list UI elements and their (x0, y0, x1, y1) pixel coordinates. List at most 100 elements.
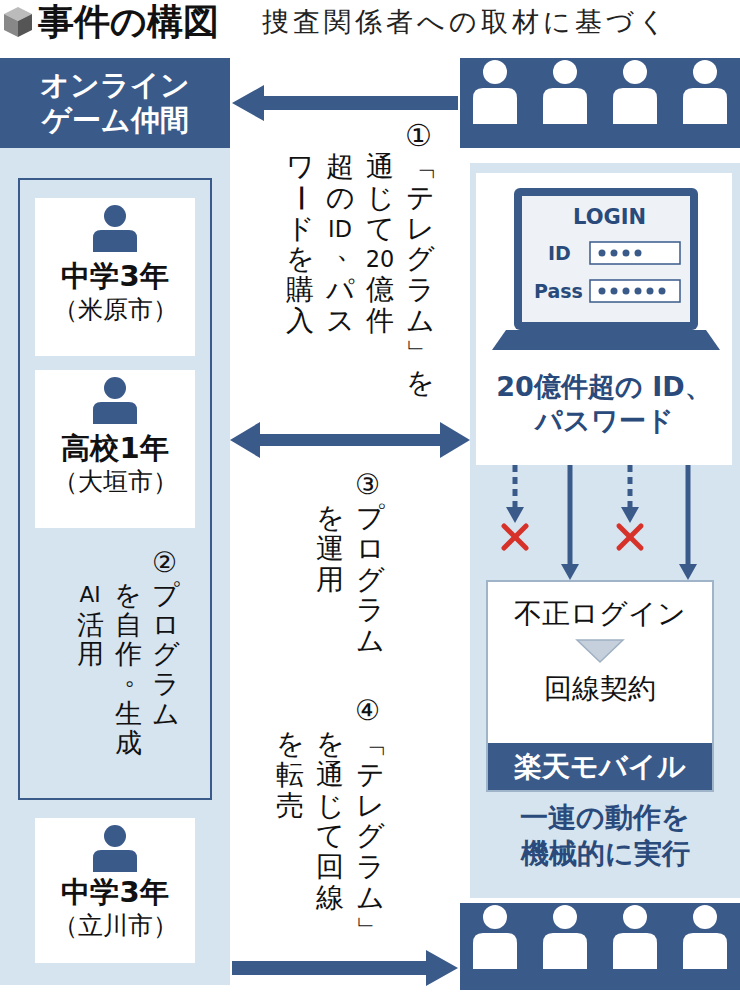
screen-text: ID (548, 242, 571, 265)
vertical-char: パ (326, 275, 355, 306)
vertical-char: 回 (316, 852, 344, 883)
person-grade: 中学3年 (39, 258, 191, 294)
person-icon (91, 376, 139, 424)
step-note: 「テレグラム」を通じて20億件超のID、パスワードを購入 (280, 152, 440, 398)
blocked-attempts (504, 465, 641, 548)
laptop-illustration (476, 173, 732, 363)
callout-number: ③ (355, 468, 380, 502)
vertical-char: 20 (366, 247, 395, 272)
vertical-char: ロ (356, 534, 385, 565)
vertical-char: て (366, 214, 395, 245)
vertical-char: ド (286, 214, 315, 245)
cube-icon (4, 7, 32, 37)
vertical-char: ム (356, 626, 385, 657)
step-note: プログラムを自作。生成AI活用 (71, 580, 185, 758)
vertical-char: テ (356, 760, 385, 791)
vertical-char: 「 (405, 153, 436, 181)
diagram-title: 事件の構図 (38, 0, 219, 43)
vertical-char: グ (356, 821, 385, 852)
process-step: 回線契約 (488, 671, 712, 706)
vertical-char: ム (406, 306, 435, 337)
vertical-char: ラ (356, 852, 385, 883)
screen-text: Pass (534, 280, 583, 303)
vertical-char: 運 (316, 534, 344, 565)
vertical-char: 超 (326, 152, 354, 183)
person-city: （立川市） (39, 910, 191, 941)
group-heading: オンライン ゲーム仲間 (0, 58, 230, 148)
vertical-char: を (316, 729, 345, 760)
vertical-char: グ (406, 244, 435, 275)
vertical-char: て (316, 821, 345, 852)
person-box: 中学3年（米原市） (35, 198, 195, 356)
vertical-char: を (286, 244, 315, 275)
panel-note: 一連の動作を 機械的に実行 (470, 800, 740, 873)
person-grade: 中学3年 (39, 874, 191, 910)
vertical-char: 生 (115, 699, 142, 729)
people-band (460, 903, 740, 990)
carrier-band: 楽天モバイル (488, 743, 712, 790)
vertical-char: 成 (115, 728, 142, 758)
flow-arrow (232, 950, 458, 986)
vertical-char: を (316, 503, 345, 534)
vertical-char: プ (356, 503, 385, 534)
vertical-char: 。 (124, 660, 151, 690)
vertical-char: 通 (366, 152, 394, 183)
vertical-char: ロ (152, 610, 180, 640)
carrier-box: 不正ログイン回線契約楽天モバイル (486, 580, 714, 792)
vertical-char: じ (366, 183, 395, 214)
blocked-arrow (513, 465, 518, 507)
person-city: （大垣市） (39, 466, 191, 497)
vertical-char: を (406, 368, 435, 399)
vertical-char: 転 (276, 760, 304, 791)
vertical-char: ム (356, 883, 385, 914)
people-icons (473, 905, 727, 969)
vertical-char: を (276, 729, 305, 760)
vertical-char: 用 (77, 639, 104, 669)
vertical-char: ム (152, 699, 180, 729)
person-icon (91, 824, 139, 872)
flow-triangle (575, 638, 625, 664)
vertical-char: 」 (405, 338, 436, 366)
vertical-char: を (114, 580, 142, 610)
vertical-char: レ (406, 214, 435, 245)
flow-connector (686, 465, 691, 564)
vertical-char: 」 (355, 915, 386, 943)
person-city: （米原市） (39, 294, 191, 325)
credential-text: 20億件超の ID、パスワード (484, 370, 724, 438)
vertical-char: AI (79, 583, 100, 607)
callout-number: ① (405, 118, 432, 154)
vertical-char: グ (152, 639, 180, 669)
group-panel: オンライン ゲーム仲間プログラムを自作。生成AI活用中学3年（米原市）高校1年（… (0, 58, 230, 985)
vertical-char: 売 (276, 791, 304, 822)
vertical-char: レ (356, 791, 385, 822)
group-box: プログラムを自作。生成AI活用中学3年（米原市）高校1年（大垣市） (18, 178, 212, 800)
vertical-char: ラ (152, 669, 180, 699)
vertical-char: プ (152, 580, 180, 610)
cross-mark (619, 526, 641, 548)
vertical-char: ラ (406, 275, 435, 306)
person-box: 中学3年（立川市） (35, 818, 195, 963)
vertical-char: 、 (336, 235, 364, 266)
person-grade: 高校1年 (39, 430, 191, 466)
vertical-char: 入 (286, 306, 314, 337)
vertical-char: ワ (286, 152, 315, 183)
vertical-char: 自 (115, 610, 142, 640)
vertical-char: 用 (316, 565, 344, 596)
vertical-char: テ (406, 183, 435, 214)
vertical-char: 活 (77, 610, 104, 640)
service-panel: 一連の動作を 機械的に実行20億件超の ID、パスワード不正ログイン回線契約楽天… (470, 163, 740, 898)
cross-mark (504, 526, 526, 548)
people-band (460, 58, 740, 148)
flow-connector (260, 434, 440, 446)
step-note: プログラムを運用 (310, 503, 390, 657)
subtitle: 捜査関係者への取材に基づく (262, 6, 670, 38)
vertical-char: じ (316, 791, 345, 822)
vertical-char: 「 (355, 730, 386, 758)
screen-text: LOGIN (573, 205, 646, 230)
vertical-char: ー (285, 184, 316, 212)
vertical-char: 通 (316, 760, 344, 791)
callout-number: ④ (355, 694, 380, 728)
vertical-char: の (326, 183, 355, 214)
callout-number: ② (152, 546, 177, 580)
vertical-char: 億 (366, 275, 394, 306)
